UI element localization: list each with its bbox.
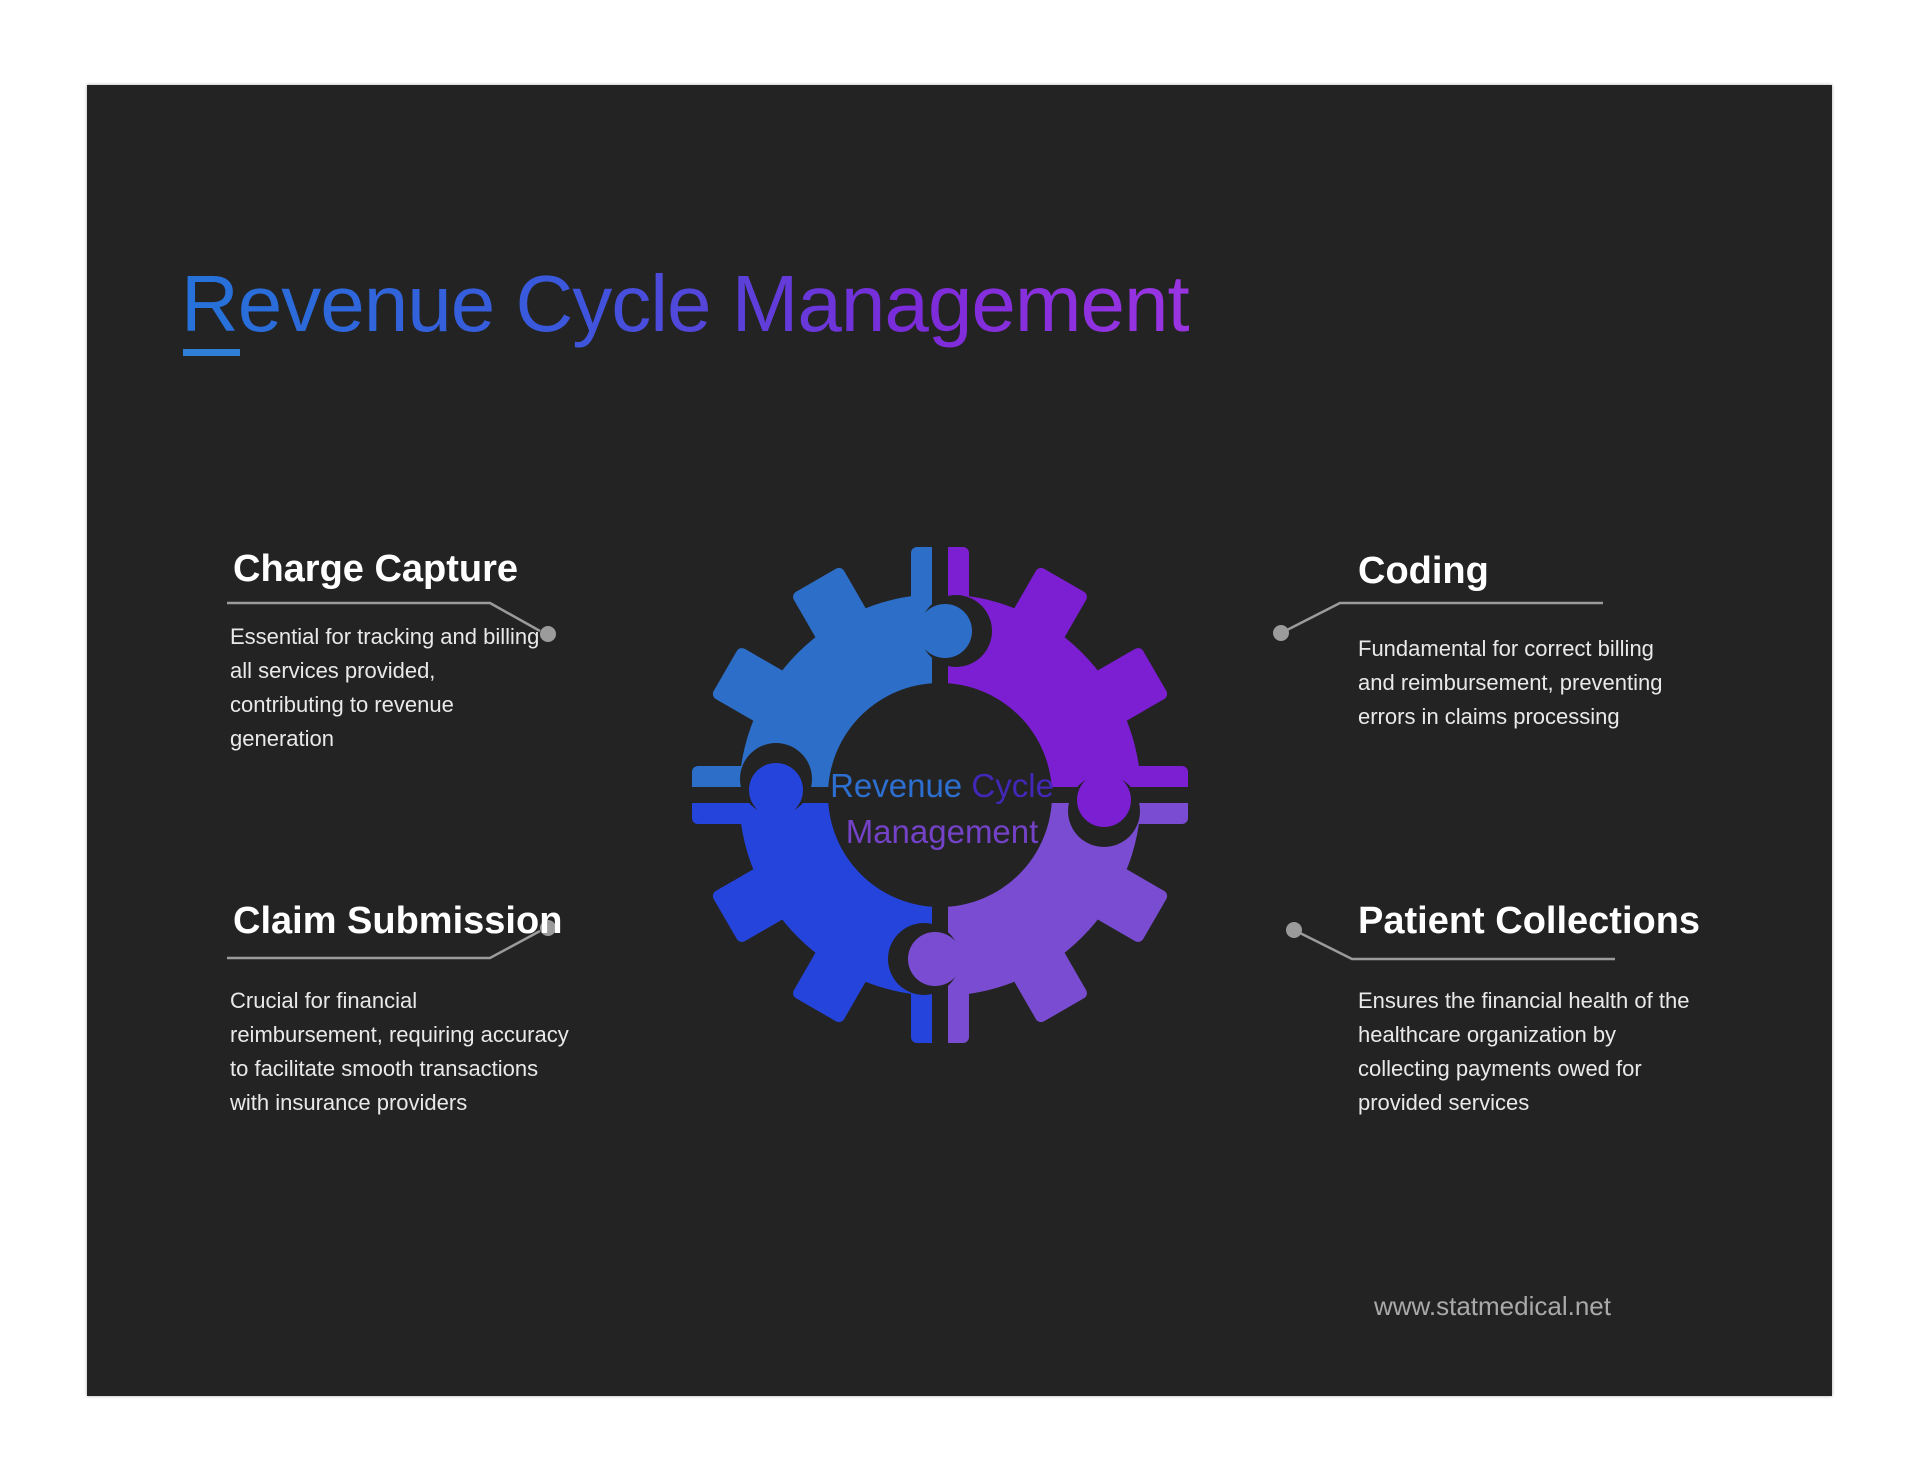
title-underline <box>183 349 240 356</box>
gear-label-cycle: Cycle <box>971 767 1054 804</box>
page-title: Revenue Cycle Management <box>181 259 1190 348</box>
website-url: www.statmedical.net <box>1374 1291 1611 1321</box>
gear-label-revenue: Revenue <box>830 767 963 804</box>
section-description-coding: Fundamental for correct billing and reim… <box>1358 636 1663 729</box>
section-heading-charge-capture: Charge Capture <box>233 548 519 590</box>
section-heading-patient-collections: Patient Collections <box>1358 900 1701 942</box>
section-description-claim-submission: Crucial for financial reimbursement, req… <box>230 988 569 1115</box>
section-description-charge-capture: Essential for tracking and billing all s… <box>230 624 540 751</box>
gear-label-management: Management <box>845 813 1039 850</box>
section-description-patient-collections: Ensures the financial health of the heal… <box>1358 988 1690 1115</box>
section-heading-claim-submission: Claim Submission <box>233 900 563 942</box>
section-heading-coding: Coding <box>1358 550 1489 592</box>
